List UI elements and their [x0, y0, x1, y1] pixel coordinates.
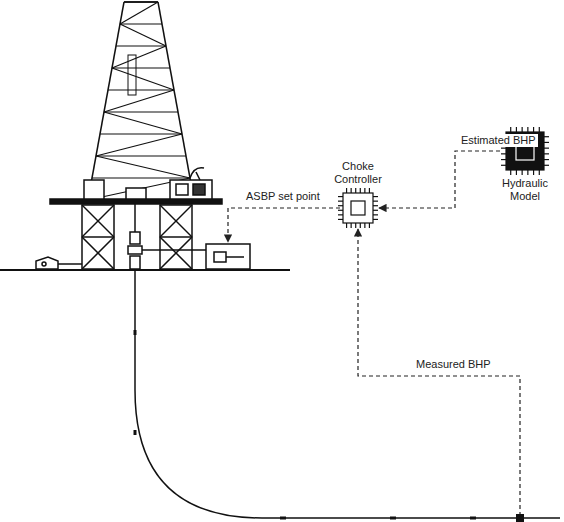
signal-label: ASBP set point	[244, 190, 322, 203]
bop-stack	[128, 204, 208, 269]
wellbore	[135, 270, 560, 518]
signal-lines	[228, 208, 520, 516]
derrick	[88, 2, 194, 200]
processor-node: Choke Controller	[322, 160, 394, 230]
ground-line	[0, 269, 290, 271]
chip-icon	[338, 188, 378, 228]
rig-floor	[50, 168, 222, 204]
choke-manifold	[206, 244, 250, 269]
bhp-sensor	[516, 514, 524, 522]
signal-connector	[379, 151, 500, 208]
signal-label: Estimated BHP	[459, 134, 538, 147]
mud-pump	[36, 257, 82, 269]
node-title: Hydraulic Model	[494, 177, 556, 203]
node-title: Choke Controller	[322, 160, 394, 186]
signal-label: Measured BHP	[414, 358, 493, 371]
substructure	[82, 205, 192, 269]
